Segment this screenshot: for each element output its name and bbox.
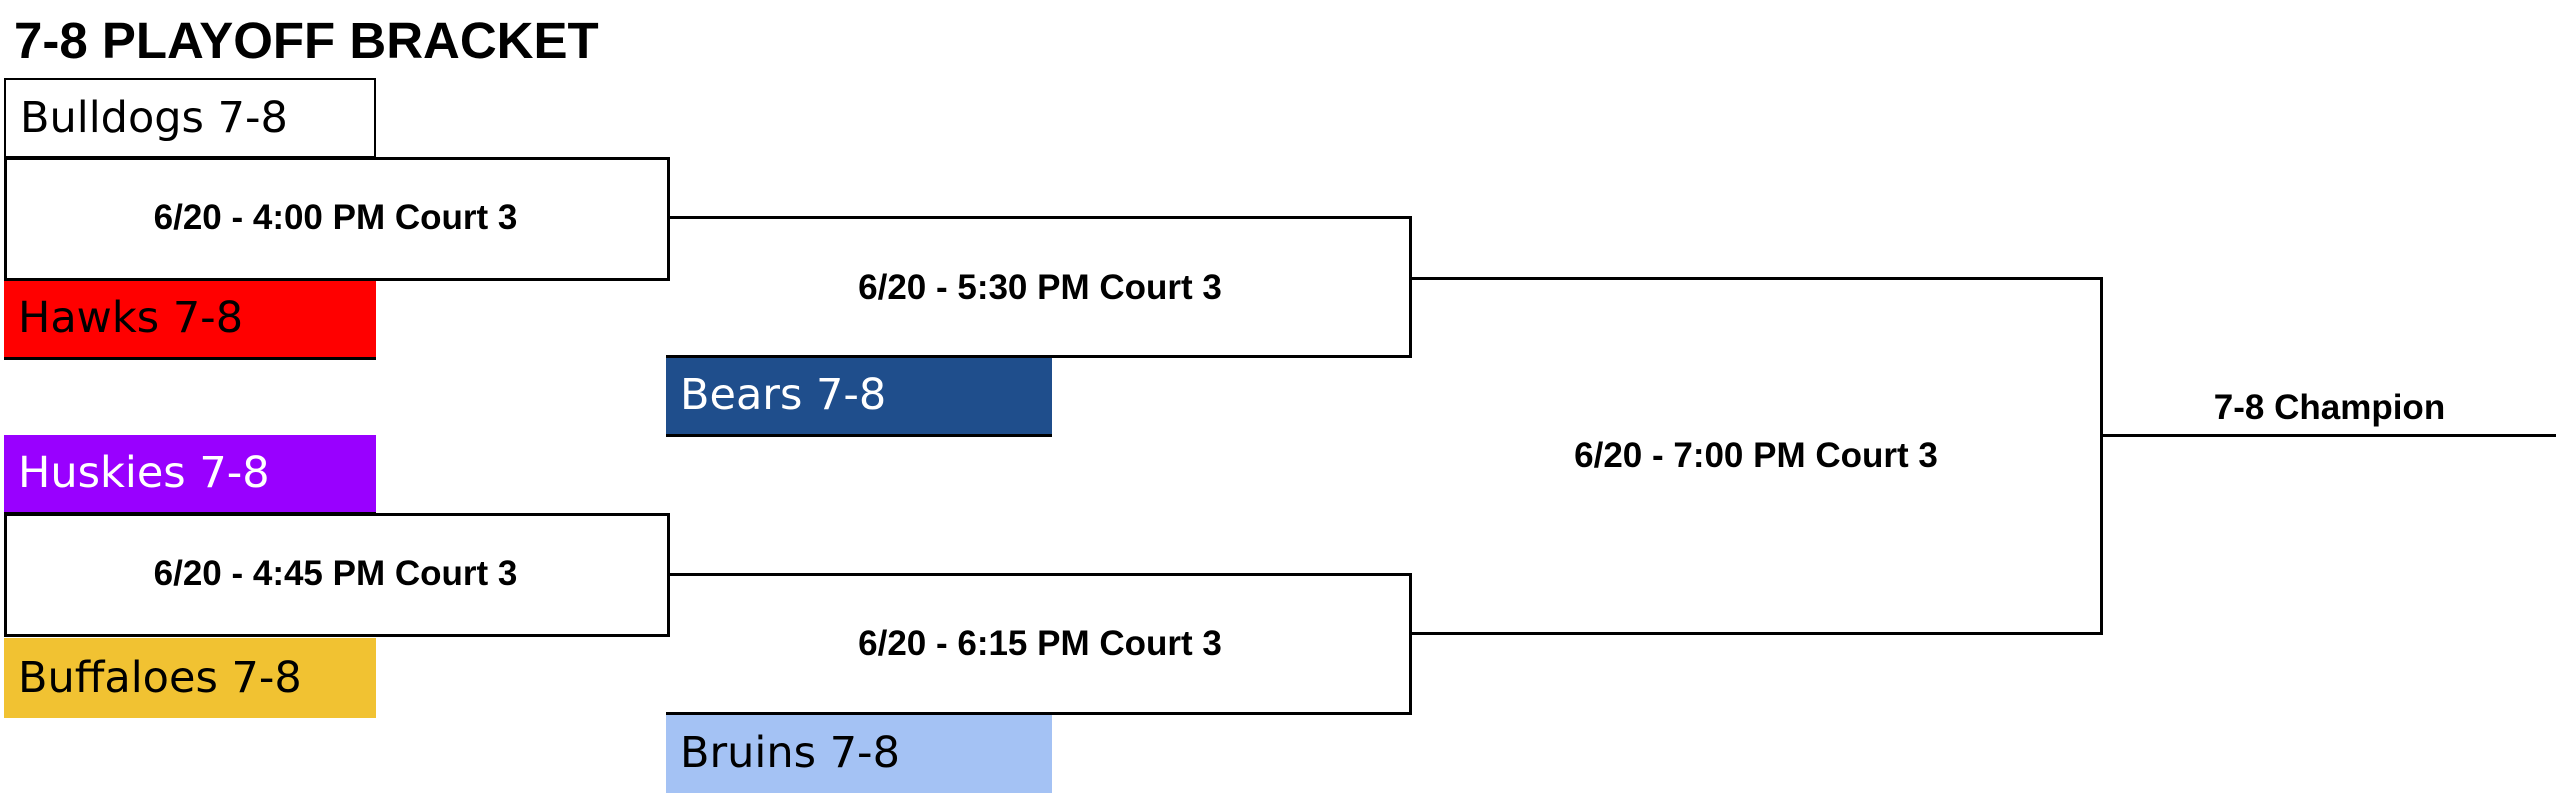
- bracket-line: [1409, 632, 2103, 635]
- bracket-line: [1409, 216, 1412, 358]
- bracket-line: [2100, 277, 2103, 635]
- bracket-line: [4, 157, 670, 160]
- game-3-label: 6/20 - 5:30 PM Court 3: [858, 268, 1222, 307]
- game-2-label: 6/20 - 4:45 PM Court 3: [153, 554, 518, 593]
- team-bulldogs: Bulldogs 7-8: [4, 78, 376, 158]
- team-buffaloes: Buffaloes 7-8: [4, 638, 376, 718]
- bracket-line: [667, 573, 1412, 576]
- team-hawks: Hawks 7-8: [4, 280, 376, 360]
- bracket-title: 7-8 PLAYOFF BRACKET: [14, 12, 599, 69]
- bracket-line: [667, 216, 1412, 219]
- bracket-line: [4, 634, 670, 637]
- bracket-line: [1409, 573, 1412, 715]
- champion-label: 7-8 Champion: [2213, 388, 2446, 427]
- bracket-line: [4, 157, 7, 280]
- game-4-label: 6/20 - 6:15 PM Court 3: [858, 624, 1222, 663]
- team-bears: Bears 7-8: [666, 357, 1052, 437]
- game-1-label: 6/20 - 4:00 PM Court 3: [153, 198, 518, 237]
- team-bruins: Bruins 7-8: [666, 714, 1052, 793]
- game-5-label: 6/20 - 7:00 PM Court 3: [1574, 436, 1938, 475]
- team-huskies: Huskies 7-8: [4, 435, 376, 515]
- bracket-line: [4, 513, 7, 637]
- champion-line: [2100, 434, 2556, 437]
- bracket-line: [666, 355, 1412, 358]
- bracket-line: [4, 513, 670, 516]
- bracket-line: [666, 712, 1412, 715]
- bracket-line: [1409, 277, 2103, 280]
- bracket-line: [4, 278, 670, 281]
